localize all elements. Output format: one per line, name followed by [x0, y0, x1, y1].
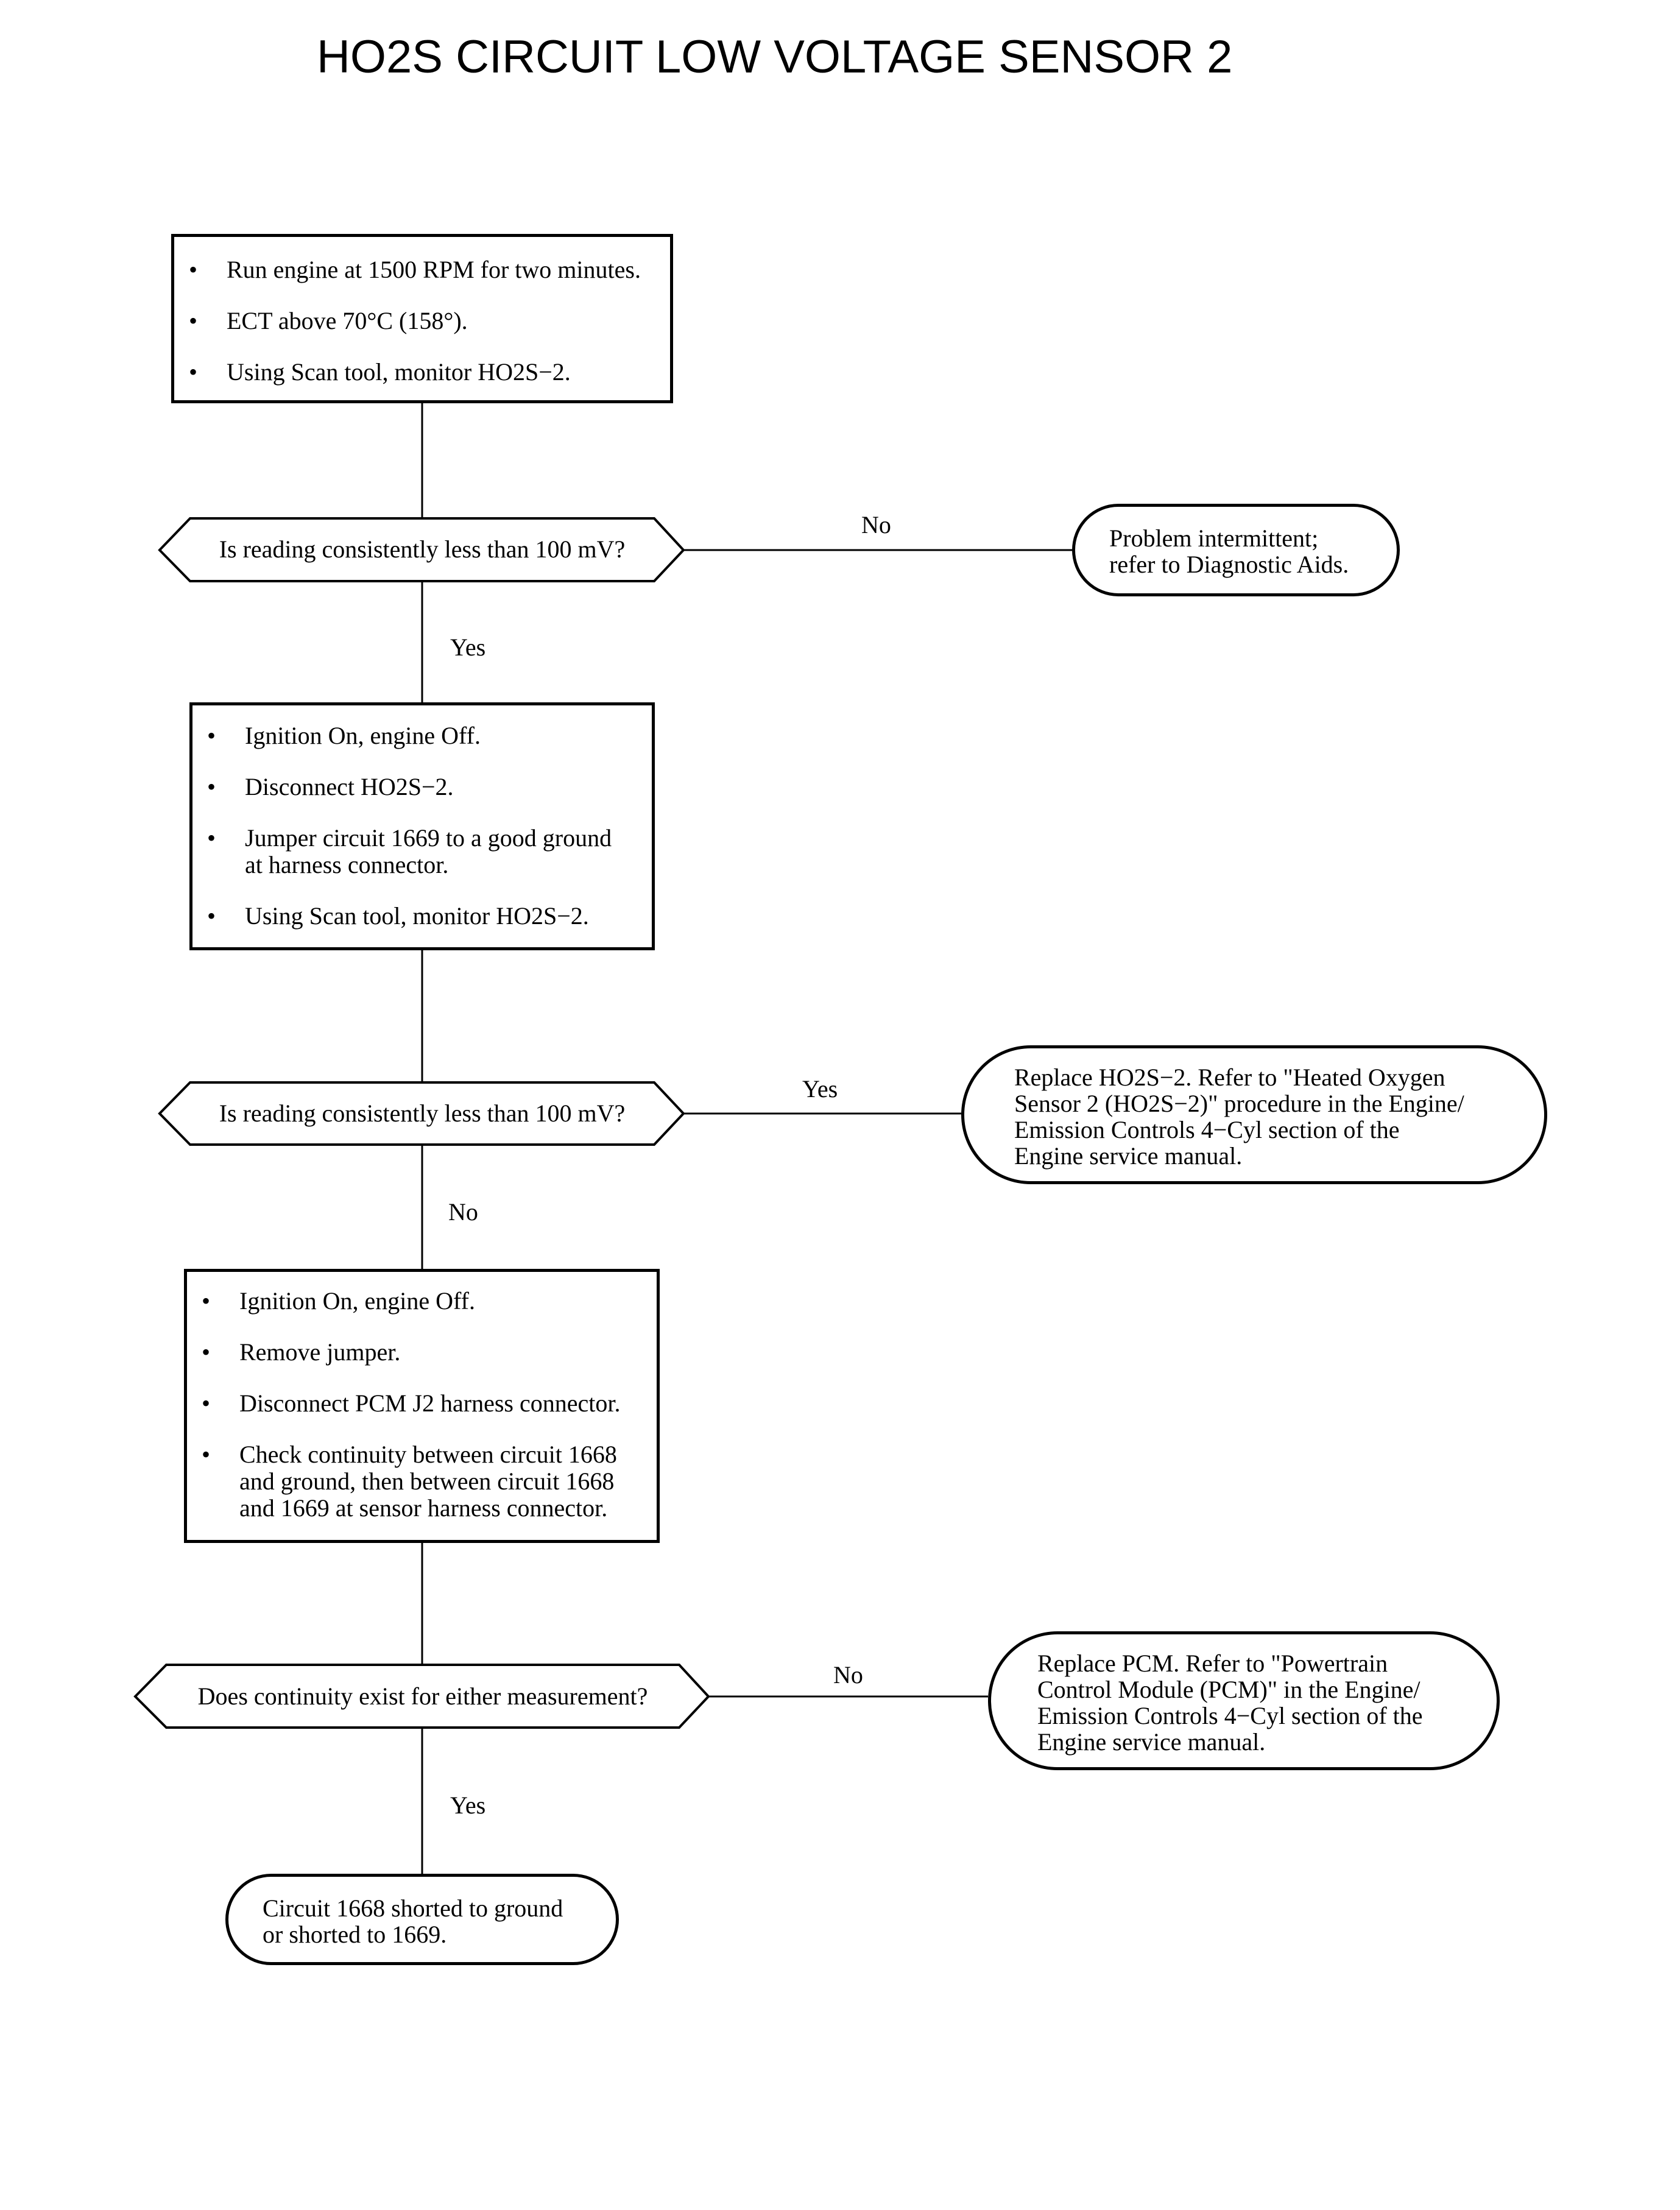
- step-2-item: Jumper circuit 1669 to a good ground at …: [192, 825, 652, 878]
- step-3-item: Ignition On, engine Off.: [187, 1288, 657, 1315]
- decision-3-yes-label: Yes: [450, 1792, 486, 1819]
- step-1-item: ECT above 70°C (158°).: [174, 308, 665, 335]
- decision-1-question: Is reading consistently less than 100 mV…: [219, 535, 626, 563]
- step-3-item: Remove jumper.: [187, 1339, 657, 1366]
- step-3-item: Check continuity between circuit 1668 an…: [187, 1441, 657, 1522]
- step-2-item: Ignition On, engine Off.: [192, 722, 652, 750]
- decision-2-question: Is reading consistently less than 100 mV…: [219, 1100, 626, 1127]
- decision-3-question: Does continuity exist for either measure…: [197, 1682, 648, 1710]
- decision-1-yes-label: Yes: [450, 634, 486, 661]
- step-2-item: Using Scan tool, monitor HO2S−2.: [192, 903, 652, 930]
- decision-2-no-label: No: [448, 1198, 478, 1226]
- step-2-item: Disconnect HO2S−2.: [192, 774, 652, 801]
- decision-3-no-label: No: [833, 1661, 863, 1689]
- decision-diamond-2: [158, 1081, 685, 1146]
- decision-diamond-1: [158, 517, 685, 582]
- step-1-list: Run engine at 1500 RPM for two minutes. …: [174, 256, 665, 386]
- step-1-item: Using Scan tool, monitor HO2S−2.: [174, 359, 665, 386]
- decision-1-no-label: No: [861, 511, 891, 538]
- step-box-2: Ignition On, engine Off. Disconnect HO2S…: [189, 702, 655, 950]
- step-box-3: Ignition On, engine Off. Remove jumper. …: [184, 1269, 660, 1543]
- decision-diamond-3: [133, 1664, 710, 1729]
- result-replace-pcm: Replace PCM. Refer to "Powertrain Contro…: [988, 1631, 1500, 1770]
- result-replace-ho2s: Replace HO2S−2. Refer to "Heated Oxygen …: [961, 1045, 1547, 1184]
- result-problem-intermittent: Problem intermittent; refer to Diagnosti…: [1072, 504, 1400, 596]
- step-box-1: Run engine at 1500 RPM for two minutes. …: [171, 234, 673, 403]
- step-3-item: Disconnect PCM J2 harness connector.: [187, 1390, 657, 1417]
- step-3-list: Ignition On, engine Off. Remove jumper. …: [187, 1288, 657, 1522]
- step-2-list: Ignition On, engine Off. Disconnect HO2S…: [192, 722, 652, 930]
- page-title: HO2S CIRCUIT LOW VOLTAGE SENSOR 2: [317, 31, 1233, 83]
- step-1-item: Run engine at 1500 RPM for two minutes.: [174, 256, 665, 284]
- decision-2-yes-label: Yes: [802, 1075, 838, 1103]
- result-circuit-shorted: Circuit 1668 shorted to ground or shorte…: [225, 1874, 619, 1965]
